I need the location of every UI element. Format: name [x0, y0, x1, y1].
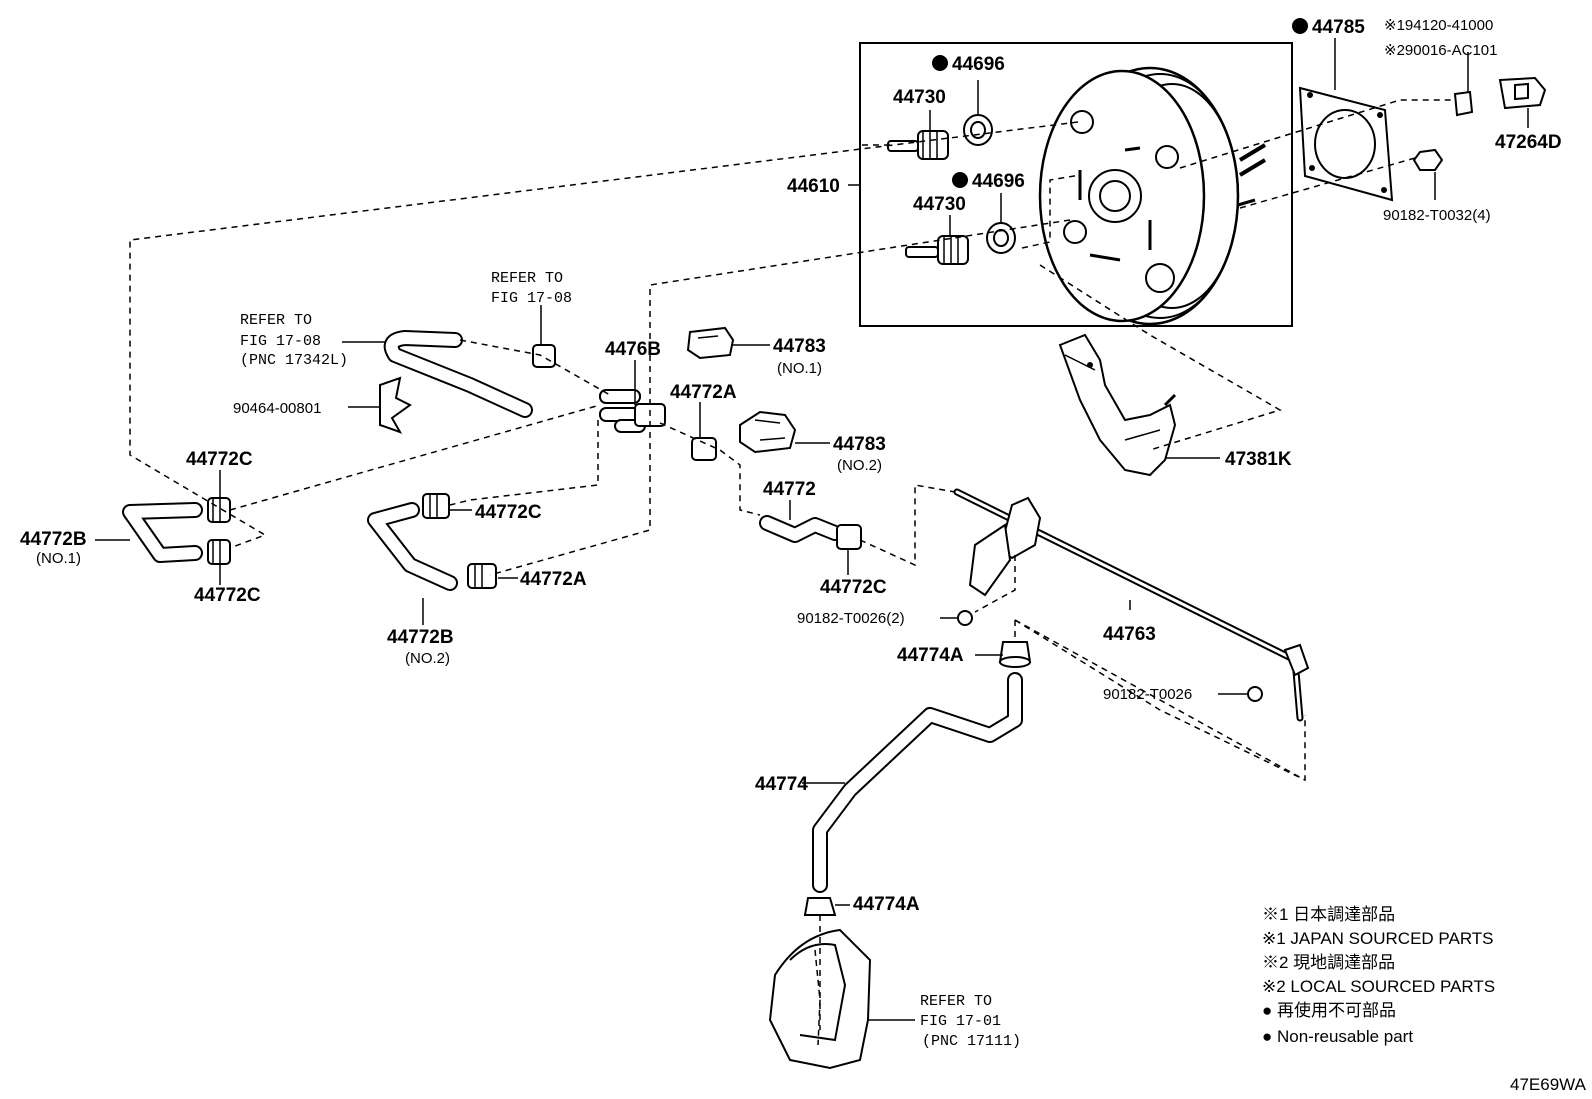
hose-44772B-no2: [367, 502, 458, 591]
hose-44772B-no1: [122, 502, 203, 563]
clip-47264D: [1498, 76, 1547, 110]
label-refer-c-3: (PNC 17111): [922, 1033, 1021, 1050]
legend: ※1 日本調達部品 ※1 JAPAN SOURCED PARTS ※2 現地調達…: [1262, 905, 1495, 1046]
label-44772A-mid: 44772A: [520, 569, 587, 590]
check-valve-upper: [887, 130, 949, 160]
label-44730-b: 44730: [913, 194, 966, 215]
label-90182-T0026: 90182-T0026: [1103, 686, 1192, 703]
clamp-44772A-top: [691, 437, 717, 461]
label-refer-b-1: REFER TO: [240, 312, 312, 329]
clip-44783-no1: [686, 326, 735, 360]
clip-90464-00801: [379, 376, 412, 434]
clamp-44772A-mid: [467, 563, 497, 589]
label-44783-no1: 44783: [773, 336, 826, 357]
bracket-47381K: [1058, 333, 1177, 477]
label-90182-T0032: 90182-T0032(4): [1383, 207, 1491, 224]
label-note2: ※290016-AC101: [1384, 42, 1497, 59]
non-reusable-dot-44696-a: [932, 55, 948, 71]
intake-manifold-fragment: [768, 928, 872, 1070]
label-note1: ※194120-41000: [1384, 17, 1493, 34]
legend-line-1: ※1 日本調達部品: [1262, 905, 1395, 924]
label-44772B-no2: 44772B: [387, 627, 454, 648]
legend-line-4: ※2 LOCAL SOURCED PARTS: [1262, 977, 1495, 996]
check-valve-lower: [905, 235, 969, 265]
label-44774A-top: 44774A: [897, 645, 964, 666]
clamp-44772C-a: [207, 497, 231, 523]
nut-90182-t0026: [1247, 686, 1263, 702]
non-reusable-dot-44696-b: [952, 172, 968, 188]
label-44696-b: 44696: [972, 171, 1025, 192]
label-44772B-no1: 44772B: [20, 529, 87, 550]
hose-44772: [759, 515, 843, 543]
label-90464-00801: 90464-00801: [233, 400, 321, 417]
label-refer-a-1: REFER TO: [491, 270, 563, 287]
label-44783-no2-sub: (NO.2): [837, 457, 882, 474]
grommet-upper: [963, 114, 993, 146]
pipe-44763: [953, 488, 1310, 722]
label-44696-a: 44696: [952, 54, 1005, 75]
label-44783-no2: 44783: [833, 434, 886, 455]
label-44772A-top: 44772A: [670, 382, 737, 403]
label-44772C-a: 44772C: [186, 449, 253, 470]
label-refer-b-3: (PNC 17342L): [240, 352, 348, 369]
label-44772C-c: 44772C: [475, 502, 542, 523]
clamp-44772C-d: [836, 524, 862, 550]
nut-90182-t0032: [1412, 148, 1444, 171]
label-47264D: 47264D: [1495, 132, 1562, 153]
clip-44783-no2: [739, 410, 797, 454]
label-44772B-no2-sub: (NO.2): [405, 650, 450, 667]
label-44772: 44772: [763, 479, 816, 500]
label-refer-c-1: REFER TO: [920, 993, 992, 1010]
legend-line-5: ● 再使用不可部品: [1262, 1000, 1396, 1020]
label-44785: 44785: [1312, 17, 1365, 38]
label-47381K: 47381K: [1225, 449, 1292, 470]
figure-code: 47E69WA: [1510, 1075, 1587, 1094]
brake-booster: [1038, 66, 1267, 326]
label-refer-b-2: FIG 17-08: [240, 333, 321, 350]
non-reusable-dot-44785: [1292, 18, 1308, 34]
label-44772C-d: 44772C: [820, 577, 887, 598]
label-44610: 44610: [787, 176, 840, 197]
clamp-top: [532, 344, 556, 368]
label-44772B-no1-sub: (NO.1): [36, 550, 81, 567]
label-44772C-b: 44772C: [194, 585, 261, 606]
label-44783-no1-sub: (NO.1): [777, 360, 822, 377]
clamp-44772C-b: [207, 539, 231, 565]
label-44774A-bottom: 44774A: [853, 894, 920, 915]
grommet-lower: [986, 222, 1016, 254]
label-4476B: 4476B: [605, 339, 661, 360]
hose-refer-17-08: [383, 330, 533, 418]
label-refer-c-2: FIG 17-01: [920, 1013, 1001, 1030]
hose-44774: [812, 672, 1023, 893]
bushing-44785-note: [1453, 90, 1474, 117]
legend-line-2: ※1 JAPAN SOURCED PARTS: [1262, 929, 1494, 948]
booster-gasket: [1298, 86, 1394, 202]
nut-90182-t0026-2: [957, 610, 973, 626]
legend-line-3: ※2 現地調達部品: [1262, 953, 1395, 972]
clamp-44772C-c: [422, 493, 450, 519]
connector-4476B: [599, 389, 666, 433]
label-90182-T0026-2: 90182-T0026(2): [797, 610, 905, 627]
label-44774: 44774: [755, 774, 808, 795]
label-refer-a-2: FIG 17-08: [491, 290, 572, 307]
label-44763: 44763: [1103, 624, 1156, 645]
legend-line-6: ● Non-reusable part: [1262, 1027, 1413, 1046]
label-44730-a: 44730: [893, 87, 946, 108]
grommet-44774A-top: [998, 641, 1032, 668]
grommet-44774A-bottom: [803, 897, 837, 916]
